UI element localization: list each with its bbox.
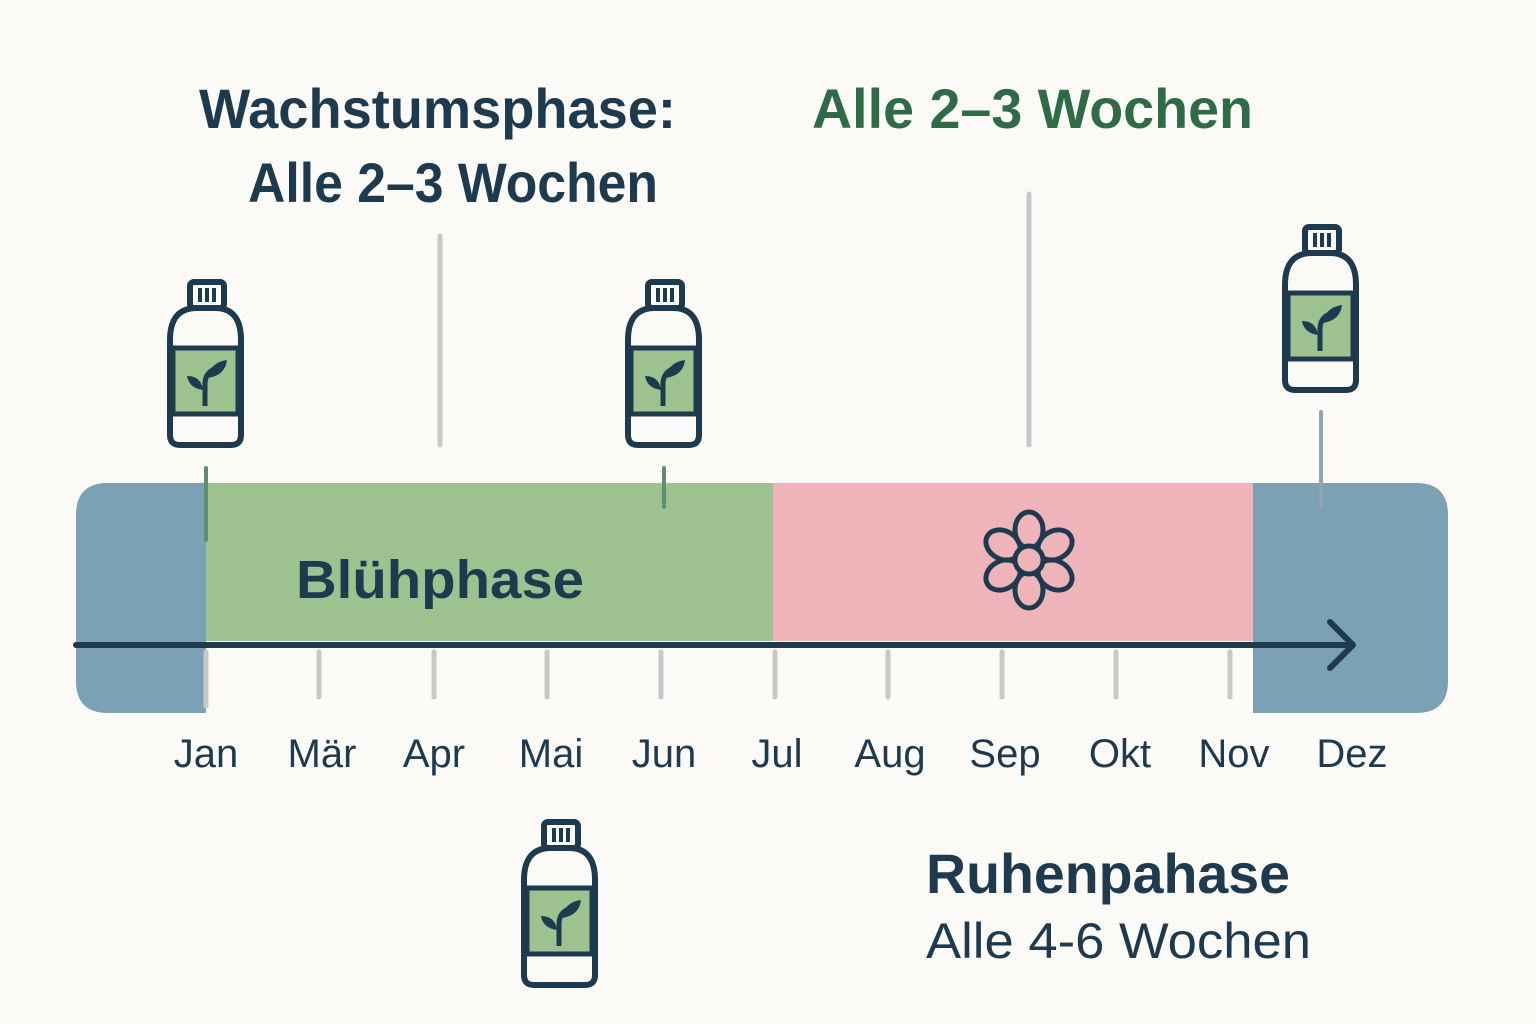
flower-icon [983,509,1075,611]
month-label: Dez [1316,732,1387,776]
month-label: Mai [519,732,583,776]
growth-phase-segment [206,483,773,641]
month-label: Jun [632,732,697,776]
month-ticks [203,649,1233,709]
month-label: Jan [174,732,239,776]
month-label: Nov [1198,732,1269,776]
rest-phase-title: Ruhenpahase [926,842,1290,905]
rest-phase-segment-start [76,483,206,713]
growth-phase-title: Wachstumsphase: [199,77,676,140]
rest-phase-segment-end [1253,483,1448,713]
month-label: Mär [288,732,357,776]
month-label: Jul [751,732,802,776]
growth-phase-interval: Alle 2–3 Wochen [248,151,658,214]
month-labels: Jan Mär Apr Mai Jun Jul Aug Sep Okt Nov … [174,732,1388,776]
month-label: Sep [969,732,1040,776]
month-label: Aug [854,732,925,776]
bloom-phase-interval: Alle 2–3 Wochen [812,77,1253,140]
arrow-right-icon [73,619,1356,671]
month-label: Apr [403,732,465,776]
bloom-phase-label: Blühphase [296,550,584,610]
month-label: Okt [1089,732,1151,776]
rest-phase-interval: Alle 4-6 Wochen [926,913,1311,969]
